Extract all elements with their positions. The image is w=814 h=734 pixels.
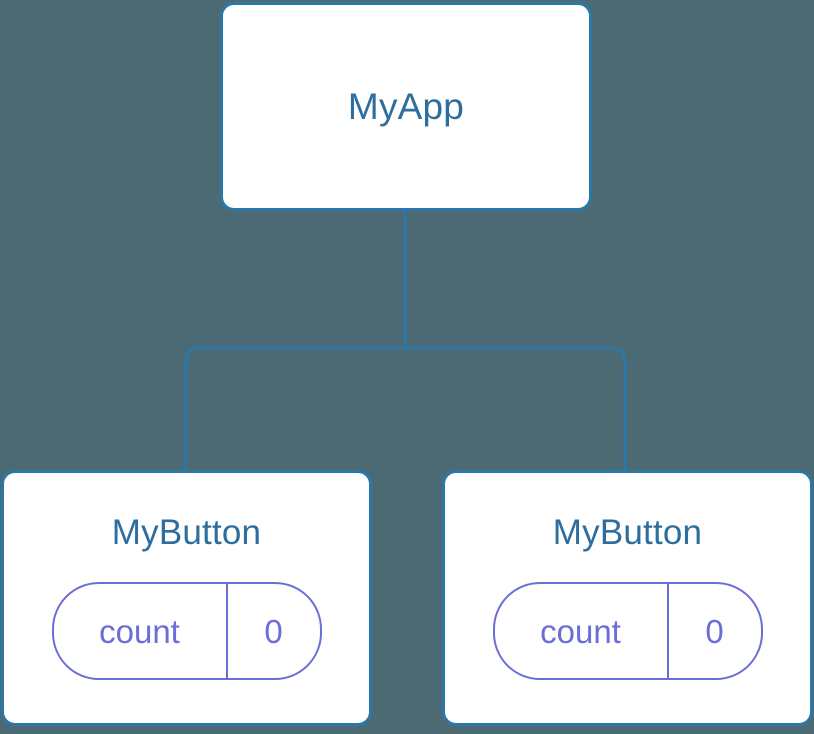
node-mybutton-0[interactable]: MyButton count 0 xyxy=(1,470,372,726)
state-divider xyxy=(666,584,669,678)
state-value: 0 xyxy=(705,612,724,650)
state-divider xyxy=(225,584,228,678)
state-pill[interactable]: count 0 xyxy=(51,582,322,680)
node-myapp[interactable]: MyApp xyxy=(220,2,592,211)
state-value: 0 xyxy=(264,612,283,650)
node-title: MyButton xyxy=(111,513,262,552)
node-title: MyButton xyxy=(552,513,703,552)
node-mybutton-1[interactable]: MyButton count 0 xyxy=(442,470,813,726)
state-pill[interactable]: count 0 xyxy=(492,582,763,680)
node-title: MyApp xyxy=(347,86,465,127)
edge-to-child-0 xyxy=(184,346,201,472)
state-key: count xyxy=(540,612,621,650)
state-key: count xyxy=(99,612,180,650)
edge-to-child-1 xyxy=(609,346,627,472)
